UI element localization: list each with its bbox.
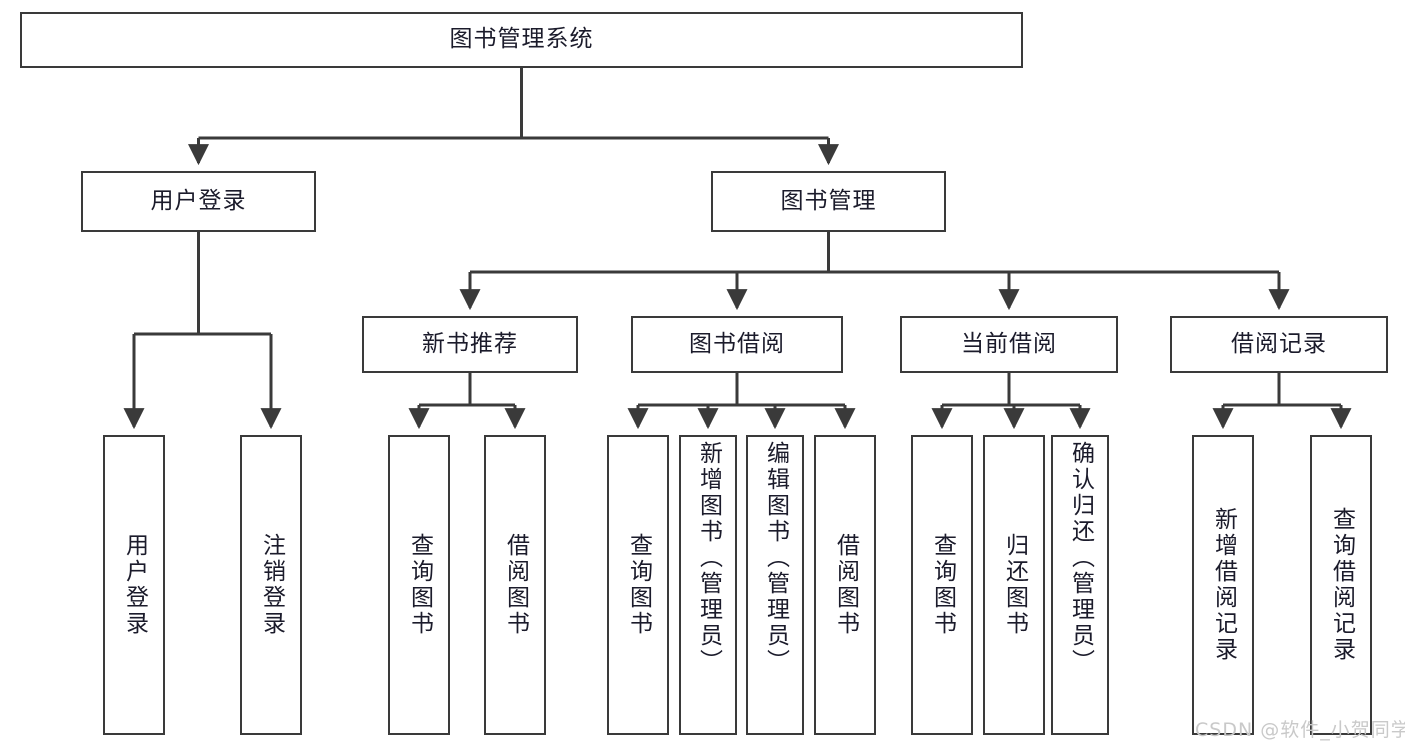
node-leaf-confirm-return-label: 确认归还（管理员） (1067, 441, 1094, 675)
node-book-manage[interactable]: 图书管理 (711, 171, 946, 232)
node-leaf-query-book-rec-label: 查询图书 (406, 533, 433, 637)
node-leaf-add-book-label: 新增图书（管理员） (695, 441, 722, 675)
node-leaf-borrow-book-rec-label: 借阅图书 (502, 533, 529, 637)
node-leaf-query-record[interactable]: 查询借阅记录 (1310, 435, 1372, 735)
node-leaf-borrow-book-rec[interactable]: 借阅图书 (484, 435, 546, 735)
node-leaf-query-book-bb-label: 查询图书 (625, 533, 652, 637)
node-leaf-edit-book[interactable]: 编辑图书（管理员） (746, 435, 804, 735)
node-user-login-label: 用户登录 (150, 187, 247, 214)
node-new-book-rec-label: 新书推荐 (422, 330, 518, 357)
node-leaf-return-book-label: 归还图书 (1001, 533, 1028, 637)
node-leaf-user-login[interactable]: 用户登录 (103, 435, 165, 735)
node-new-book-rec[interactable]: 新书推荐 (362, 316, 578, 373)
node-book-borrow-label: 图书借阅 (689, 330, 785, 357)
node-root[interactable]: 图书管理系统 (20, 12, 1023, 68)
node-leaf-edit-book-label: 编辑图书（管理员） (762, 441, 789, 675)
node-leaf-query-book-cb[interactable]: 查询图书 (911, 435, 973, 735)
node-leaf-user-logout-label: 注销登录 (258, 533, 285, 637)
node-borrow-record[interactable]: 借阅记录 (1170, 316, 1388, 373)
node-book-borrow[interactable]: 图书借阅 (631, 316, 843, 373)
node-leaf-add-record-label: 新增借阅记录 (1210, 507, 1237, 663)
node-leaf-add-record[interactable]: 新增借阅记录 (1192, 435, 1254, 735)
node-leaf-borrow-book-bb[interactable]: 借阅图书 (814, 435, 876, 735)
node-leaf-query-record-label: 查询借阅记录 (1328, 507, 1355, 663)
node-leaf-borrow-book-bb-label: 借阅图书 (832, 533, 859, 637)
node-leaf-return-book[interactable]: 归还图书 (983, 435, 1045, 735)
node-root-label: 图书管理系统 (449, 26, 594, 53)
node-leaf-confirm-return[interactable]: 确认归还（管理员） (1051, 435, 1109, 735)
node-leaf-user-logout[interactable]: 注销登录 (240, 435, 302, 735)
node-leaf-user-login-label: 用户登录 (121, 533, 148, 637)
node-leaf-query-book-rec[interactable]: 查询图书 (388, 435, 450, 735)
node-leaf-add-book[interactable]: 新增图书（管理员） (679, 435, 737, 735)
node-current-borrow-label: 当前借阅 (961, 330, 1057, 357)
node-leaf-query-book-bb[interactable]: 查询图书 (607, 435, 669, 735)
node-borrow-record-label: 借阅记录 (1231, 330, 1327, 357)
node-leaf-query-book-cb-label: 查询图书 (929, 533, 956, 637)
node-book-manage-label: 图书管理 (780, 187, 877, 214)
node-current-borrow[interactable]: 当前借阅 (900, 316, 1118, 373)
csdn-watermark: CSDN @软件_小贺同学 (1195, 719, 1405, 741)
node-user-login[interactable]: 用户登录 (81, 171, 316, 232)
